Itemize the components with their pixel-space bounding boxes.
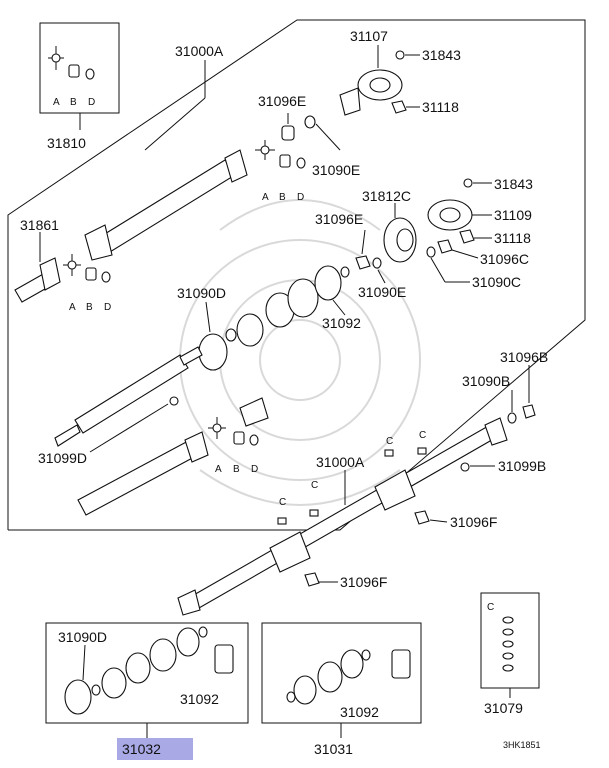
snap-ring-icon: [85, 68, 95, 80]
label-31843-mid[interactable]: 31843: [494, 176, 533, 192]
label-31090e-top[interactable]: 31090E: [312, 162, 360, 178]
letter-d: D: [88, 97, 95, 108]
center-bearing-31109: [427, 199, 473, 231]
letter-c-2: C: [419, 430, 426, 441]
cv-kit-31031-parts: [286, 649, 411, 705]
bearing-cap-icon: [68, 64, 80, 78]
bolt-31099d: [169, 396, 179, 406]
label-31090e-mid[interactable]: 31090E: [358, 284, 406, 300]
propeller-shaft-front: [54, 346, 203, 447]
label-31096e-mid[interactable]: 31096E: [315, 211, 363, 227]
label-31031[interactable]: 31031: [314, 741, 353, 757]
letter-a-left: A: [69, 302, 76, 313]
label-31000a-top[interactable]: 31000A: [175, 43, 224, 59]
nut-31118-mid: [459, 229, 475, 244]
letter-b: B: [70, 97, 77, 108]
nut-31096b: [522, 404, 536, 419]
center-bearing-31107: [339, 69, 403, 116]
label-31096e-top[interactable]: 31096E: [258, 93, 306, 109]
letter-c-4: C: [311, 480, 318, 491]
label-31092-top[interactable]: 31092: [322, 315, 361, 331]
highlight-31032: [117, 738, 193, 760]
label-31118-top[interactable]: 31118: [422, 99, 459, 115]
letter-b-upper: B: [279, 192, 286, 203]
cv-kit-31032-parts: [64, 626, 234, 715]
label-31090d-box[interactable]: 31090D: [58, 629, 107, 645]
letter-a-middle: A: [215, 464, 222, 475]
sleeve-yoke-31861: [14, 257, 61, 303]
washer-31090b: [507, 412, 517, 424]
washer-31090e-mid: [372, 257, 382, 269]
letter-c-1: C: [386, 436, 393, 447]
label-31096c[interactable]: 31096C: [480, 251, 529, 267]
letter-a: A: [53, 97, 60, 108]
label-31109[interactable]: 31109: [494, 207, 532, 223]
label-31843-top[interactable]: 31843: [422, 47, 461, 63]
nut-31096f-right: [414, 510, 430, 525]
bolt-31843-mid: [463, 178, 473, 188]
cv-joint-parts-upper: [198, 265, 350, 371]
label-31861[interactable]: 31861: [20, 217, 59, 233]
label-31096b[interactable]: 31096B: [500, 349, 548, 365]
propeller-shaft-rear: [177, 417, 508, 616]
upper-joint-kit: [255, 125, 306, 169]
nut-31118-top: [391, 100, 407, 114]
label-31092-box2[interactable]: 31092: [340, 704, 379, 720]
label-31107[interactable]: 31107: [350, 28, 388, 44]
c-marker-nuts: [277, 447, 427, 525]
letter-b-middle: B: [233, 464, 240, 475]
washer-31090c: [426, 246, 436, 258]
label-31118-mid[interactable]: 31118: [494, 230, 531, 246]
assembly-outline: [7, 19, 586, 531]
label-31096f-bottom[interactable]: 31096F: [340, 574, 387, 590]
label-31079[interactable]: 31079: [484, 700, 523, 716]
nut-stack-31079: [502, 616, 514, 672]
letter-c-3: C: [279, 497, 286, 508]
label-31092-box1[interactable]: 31092: [180, 691, 219, 707]
propeller-shaft-middle: [77, 431, 209, 516]
nut-31096c: [437, 239, 453, 254]
flange-31812c: [383, 217, 417, 263]
label-31090d-top[interactable]: 31090D: [177, 285, 226, 301]
propeller-shaft-upper: [84, 149, 248, 261]
washer-31090e-top: [304, 115, 316, 129]
letter-b-left: B: [86, 302, 93, 313]
letter-d-middle: D: [251, 464, 258, 475]
nut-31096f-bottom: [304, 572, 320, 587]
letter-d-upper: D: [297, 192, 304, 203]
label-31099b[interactable]: 31099B: [498, 458, 546, 474]
diagram-code: 3HK1851: [503, 740, 541, 750]
lower-left-joint-kit: [63, 254, 111, 283]
label-31812c[interactable]: 31812C: [362, 188, 411, 204]
label-31090c[interactable]: 31090C: [472, 274, 521, 290]
middle-joint-kit: [208, 397, 269, 446]
universal-joint-icon: [48, 46, 64, 70]
letter-d-left: D: [104, 302, 111, 313]
label-31000a-mid[interactable]: 31000A: [316, 454, 365, 470]
bolt-31843-top: [395, 50, 405, 60]
label-31032[interactable]: 31032: [122, 741, 161, 757]
letter-a-upper: A: [262, 192, 269, 203]
label-31099d[interactable]: 31099D: [38, 450, 87, 466]
label-31090b[interactable]: 31090B: [462, 373, 510, 389]
bolt-31099b: [460, 462, 470, 472]
letter-c-box: C: [487, 602, 494, 613]
label-31096f-right[interactable]: 31096F: [450, 514, 497, 530]
label-31810[interactable]: 31810: [47, 135, 86, 151]
nut-31096e-mid: [355, 255, 371, 270]
